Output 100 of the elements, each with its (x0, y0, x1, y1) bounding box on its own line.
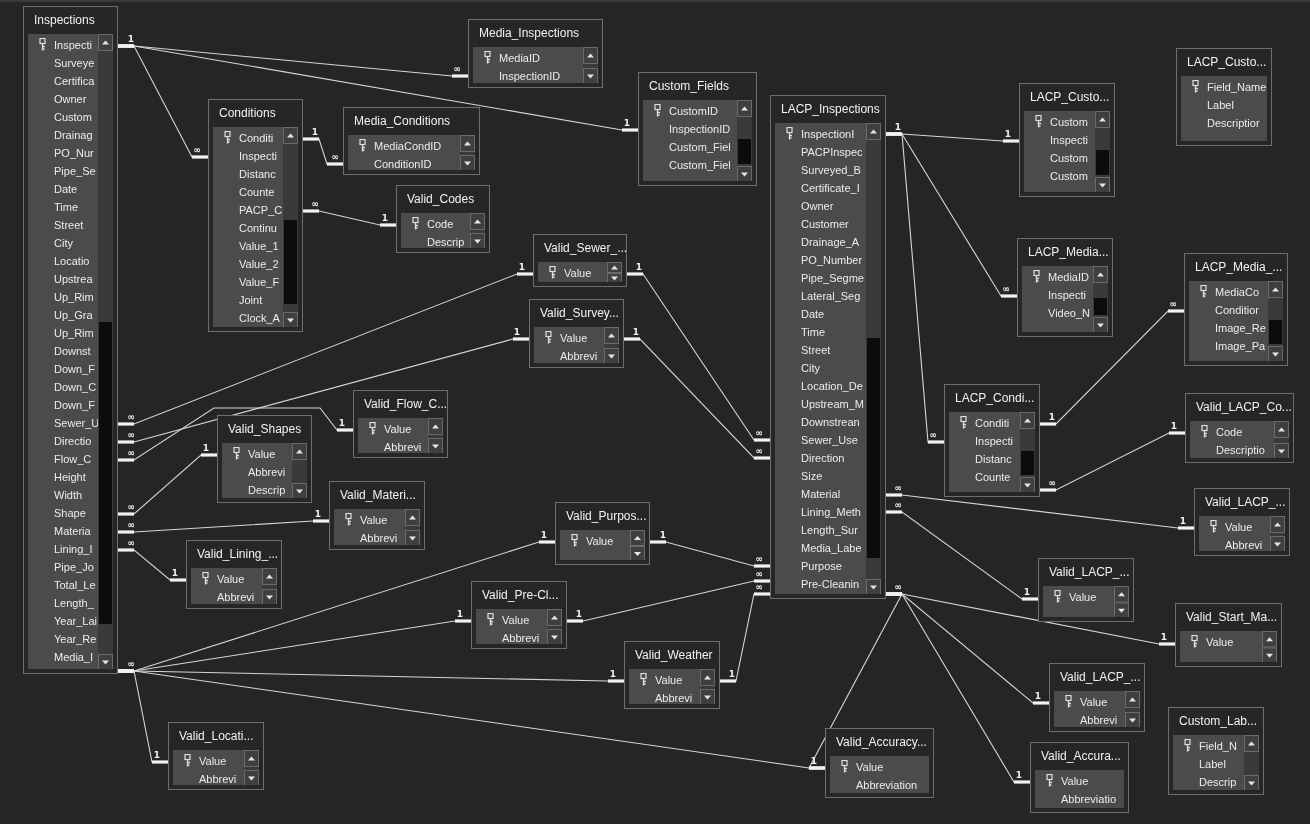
field-name: Up_Gra (54, 308, 93, 323)
relationship-line (1039, 309, 1185, 426)
field-name: PACPInspec (801, 145, 863, 160)
field-name: Width (54, 488, 83, 503)
field-name: Video_N (1048, 306, 1090, 321)
cardinality-label: 1 (310, 128, 320, 137)
cardinality-label: ∞ (126, 449, 136, 458)
table-box (329, 481, 425, 550)
field-name: Label (1199, 757, 1226, 772)
cardinality-label: ∞ (893, 484, 903, 493)
cardinality-label: 1 (539, 531, 549, 540)
field-name: Pipe_Jo (54, 560, 94, 575)
cardinality-label: ∞ (928, 431, 938, 440)
cardinality-label: 1 (1169, 422, 1179, 431)
field-name: Value_F (239, 275, 280, 290)
field-name: Purpose (801, 559, 842, 574)
table-title: LACP_Media... (1028, 245, 1109, 260)
field-name: Height (54, 470, 86, 485)
cardinality-label: ∞ (310, 200, 320, 209)
field-name: City (54, 236, 73, 251)
table-box (168, 722, 264, 790)
relationship-line (302, 209, 397, 227)
field-name: Down_C (54, 380, 97, 395)
cardinality-label: 1 (170, 569, 180, 578)
cardinality-label: 1 (1033, 692, 1043, 701)
table-title: LACP_Inspections (781, 102, 880, 117)
table-title: Valid_Flow_C... (364, 397, 448, 412)
table-title: Valid_Sewer_... (544, 241, 628, 256)
field-name: Abbrevi (384, 440, 422, 453)
cardinality-label: 1 (608, 670, 618, 679)
field-name: Drainage_A (801, 235, 860, 250)
field-name: Length_Sur (801, 523, 858, 538)
field-name: Time (54, 200, 79, 215)
field-name: Owner (801, 199, 834, 214)
table-box (1194, 488, 1290, 556)
relationship-line (566, 579, 771, 623)
table-box (624, 641, 720, 709)
table-box (1184, 253, 1288, 366)
table-box (468, 19, 603, 88)
field-name: Code (1216, 425, 1243, 440)
field-name: Certifica (54, 74, 95, 89)
table-box (944, 384, 1040, 497)
field-name: Pre-Cleanin (801, 577, 860, 592)
cardinality-label: 1 (1159, 633, 1169, 642)
field-name: ConditionID (374, 157, 432, 170)
field-name: Value (1225, 520, 1253, 535)
relationship-line (117, 669, 169, 764)
field-name: Custom (1050, 115, 1088, 130)
field-name: Upstream_M (801, 397, 864, 412)
cardinality-label: ∞ (126, 413, 136, 422)
field-name: Value (248, 447, 276, 462)
table-box (533, 234, 627, 287)
field-name: Flow_C (54, 452, 92, 467)
field-name: Custom_Fiel (669, 158, 731, 173)
field-name: Descrip (427, 235, 465, 248)
cardinality-label: 1 (658, 531, 668, 540)
field-name: Surveyed_B (801, 163, 861, 178)
field-name: Value (1080, 695, 1108, 710)
relationship-line (117, 272, 534, 426)
field-name: Custom (54, 110, 92, 125)
table-box (353, 390, 448, 458)
field-name: Value (1206, 635, 1234, 650)
cardinality-label: 1 (201, 444, 211, 453)
relationship-line (1039, 431, 1186, 492)
field-name: Abbrevi (1080, 713, 1118, 727)
field-name: Customer (801, 217, 849, 232)
table-box (1049, 663, 1145, 732)
cardinality-label: ∞ (126, 521, 136, 530)
field-name: Value (199, 754, 227, 769)
relationship-line (117, 519, 330, 534)
field-name: Inspecti (54, 38, 92, 53)
table-box (217, 415, 312, 503)
table-title: LACP_Media_... (1195, 260, 1283, 275)
table-box (396, 185, 490, 253)
field-name: PO_Number (801, 253, 863, 268)
cardinality-label: 1 (727, 670, 737, 679)
field-name: Value (564, 266, 592, 281)
table-title: Valid_Pre-Cl... (482, 588, 559, 603)
cardinality-label: 1 (1003, 130, 1013, 139)
field-name: Value (655, 673, 683, 688)
field-name: InspectionID (499, 69, 561, 83)
table-box (529, 299, 624, 368)
field-name: Conditi (239, 131, 274, 146)
table-box (825, 728, 934, 798)
cardinality-label: 1 (574, 610, 584, 619)
table-box (1038, 558, 1134, 622)
table-box (638, 72, 757, 186)
cardinality-label: 1 (455, 610, 465, 619)
relationship-line (117, 407, 354, 462)
cardinality-label: 1 (517, 263, 527, 272)
field-name: Downst (54, 344, 91, 359)
field-name: Year_Lai (54, 614, 98, 629)
table-title: Valid_LACP_Co... (1196, 400, 1292, 415)
field-name: Conditi (975, 416, 1010, 431)
table-box (471, 581, 567, 649)
cardinality-label: ∞ (1047, 479, 1057, 488)
field-name: Date (801, 307, 825, 322)
cardinality-label: 1 (1047, 413, 1057, 422)
table-title: LACP_Custo... (1187, 55, 1267, 70)
cardinality-label: ∞ (126, 539, 136, 548)
